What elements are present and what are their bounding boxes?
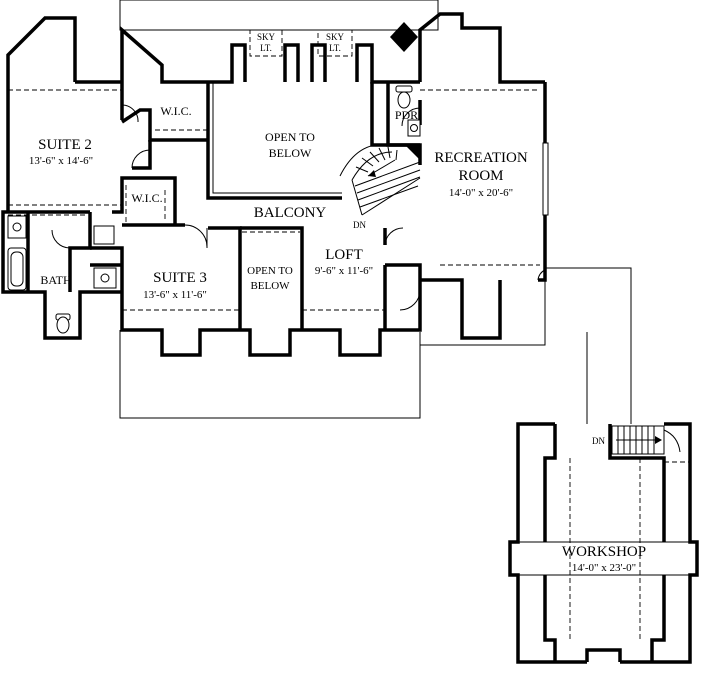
skylight-2-line2: LT. bbox=[329, 43, 341, 53]
dashed-lines bbox=[8, 89, 540, 311]
suite3-dims: 13'-6" x 11'-6" bbox=[143, 289, 207, 301]
skylights: SKY LT. SKY LT. bbox=[249, 29, 353, 57]
interior-walls bbox=[8, 82, 422, 330]
pdr-label: PDR. bbox=[395, 108, 421, 122]
suite3-name: SUITE 3 bbox=[153, 270, 207, 286]
fixtures bbox=[7, 85, 549, 334]
main-stair-dn-label: DN bbox=[353, 220, 366, 230]
open-to-below-mid-line2: BELOW bbox=[250, 280, 290, 292]
doors bbox=[51, 104, 546, 311]
chimney-icon bbox=[390, 22, 418, 52]
bath-label: BATH bbox=[40, 273, 72, 287]
recreation-line2: ROOM bbox=[458, 168, 503, 184]
workshop-dims: 14'-0" x 23'-0" bbox=[572, 562, 636, 574]
open-to-below-top-line1: OPEN TO bbox=[265, 130, 315, 144]
skylight-1-line2: LT. bbox=[260, 43, 272, 53]
balcony-label: BALCONY bbox=[254, 205, 327, 221]
roof-outlines bbox=[119, 0, 632, 424]
workshop-name: WORKSHOP bbox=[562, 544, 646, 560]
recreation-line1: RECREATION bbox=[434, 150, 528, 166]
open-to-below-mid-line1: OPEN TO bbox=[247, 265, 293, 277]
room-labels: SUITE 2 13'-6" x 14'-6" W.I.C. OPEN TO B… bbox=[29, 104, 646, 574]
skylight-1-line1: SKY bbox=[257, 32, 276, 42]
main-house-walls bbox=[1, 12, 547, 357]
main-stair: DN bbox=[339, 143, 421, 230]
loft-name: LOFT bbox=[325, 247, 363, 263]
skylight-2-line1: SKY bbox=[326, 32, 345, 42]
suite2-dims: 13'-6" x 14'-6" bbox=[29, 155, 93, 167]
wic-upper-label: W.I.C. bbox=[160, 104, 191, 118]
recreation-dims: 14'-0" x 20'-6" bbox=[449, 187, 513, 199]
suite2-name: SUITE 2 bbox=[38, 137, 92, 153]
open-to-below-top-line2: BELOW bbox=[269, 146, 312, 160]
workshop-walls bbox=[508, 422, 699, 664]
workshop-stair-dn-label: DN bbox=[592, 436, 605, 446]
loft-dims: 9'-6" x 11'-6" bbox=[315, 265, 373, 277]
wic-lower-label: W.I.C. bbox=[131, 191, 162, 205]
